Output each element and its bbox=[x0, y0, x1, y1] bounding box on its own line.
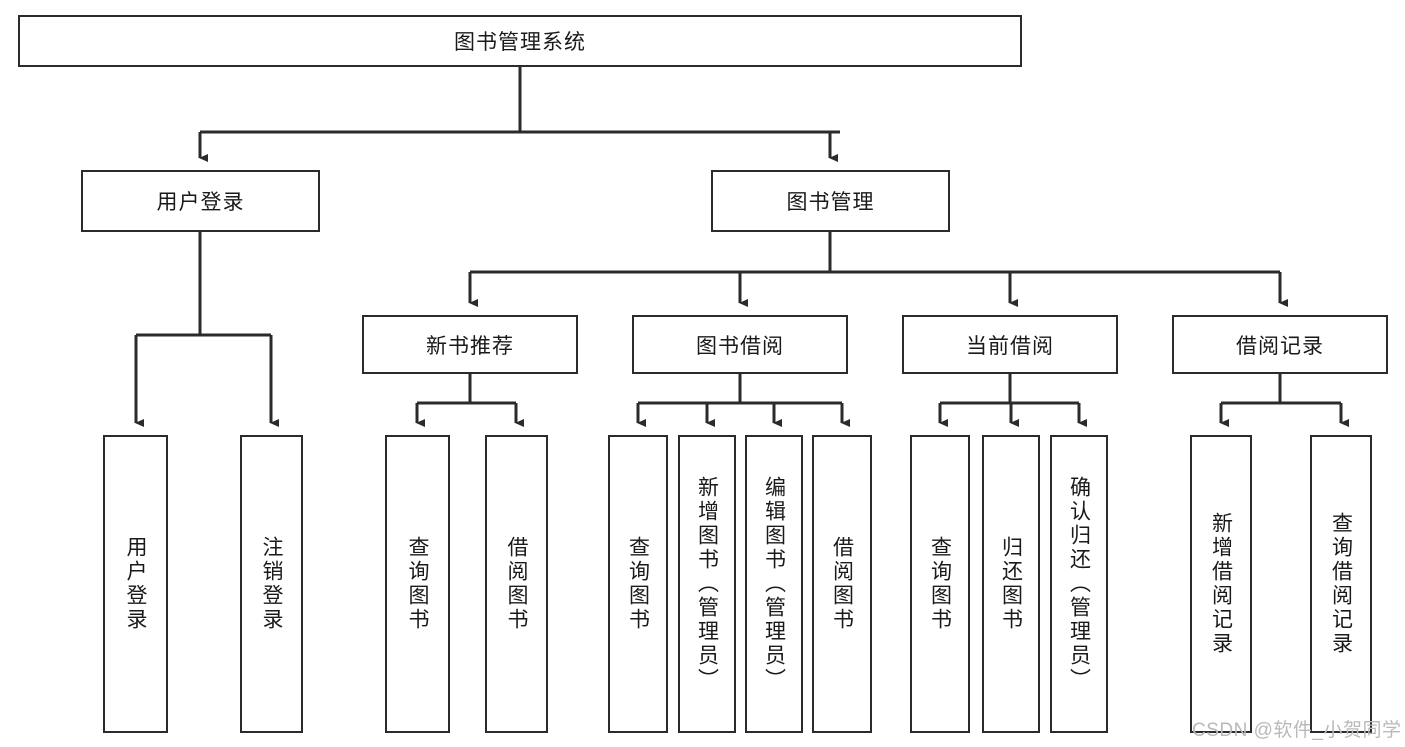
node-leaf-11[interactable]: 确认归还（管理员） bbox=[1050, 435, 1108, 733]
node-level3-label: 当前借阅 bbox=[966, 334, 1054, 358]
node-leaf-label: 借阅图书 bbox=[830, 536, 854, 632]
node-level3-1[interactable]: 新书推荐 bbox=[362, 315, 578, 374]
node-leaf-7[interactable]: 编辑图书（管理员） bbox=[745, 435, 803, 733]
node-level3-3[interactable]: 当前借阅 bbox=[902, 315, 1118, 374]
node-root-system[interactable]: 图书管理系统 bbox=[18, 15, 1022, 67]
csdn-watermark: CSDN @软件_小贺同学 bbox=[1192, 720, 1402, 741]
node-level2-1[interactable]: 用户登录 bbox=[81, 170, 320, 232]
node-leaf-13[interactable]: 查询借阅记录 bbox=[1310, 435, 1372, 733]
node-leaf-label: 确认归还（管理员） bbox=[1067, 476, 1091, 692]
node-leaf-5[interactable]: 查询图书 bbox=[608, 435, 668, 733]
node-leaf-1[interactable]: 用户登录 bbox=[103, 435, 168, 733]
node-leaf-6[interactable]: 新增图书（管理员） bbox=[678, 435, 736, 733]
node-leaf-label: 注销登录 bbox=[260, 536, 283, 632]
node-leaf-label: 新增借阅记录 bbox=[1209, 512, 1233, 656]
node-level2-label: 用户登录 bbox=[156, 191, 245, 214]
node-leaf-12[interactable]: 新增借阅记录 bbox=[1190, 435, 1252, 733]
node-level2-2[interactable]: 图书管理 bbox=[711, 170, 950, 232]
node-level3-4[interactable]: 借阅记录 bbox=[1172, 315, 1388, 374]
node-level3-label: 新书推荐 bbox=[426, 334, 514, 358]
node-level2-label: 图书管理 bbox=[786, 191, 875, 214]
node-leaf-label: 新增图书（管理员） bbox=[695, 476, 719, 692]
node-leaf-8[interactable]: 借阅图书 bbox=[812, 435, 872, 733]
node-leaf-label: 归还图书 bbox=[999, 536, 1023, 632]
node-leaf-label: 查询图书 bbox=[626, 536, 650, 632]
node-leaf-label: 查询借阅记录 bbox=[1329, 512, 1353, 656]
node-leaf-9[interactable]: 查询图书 bbox=[910, 435, 970, 733]
node-leaf-label: 编辑图书（管理员） bbox=[762, 476, 786, 692]
node-leaf-4[interactable]: 借阅图书 bbox=[485, 435, 548, 733]
node-level3-2[interactable]: 图书借阅 bbox=[632, 315, 848, 374]
node-leaf-label: 用户登录 bbox=[124, 536, 147, 632]
node-level3-label: 借阅记录 bbox=[1236, 334, 1324, 358]
node-level3-label: 图书借阅 bbox=[696, 334, 784, 358]
node-leaf-10[interactable]: 归还图书 bbox=[982, 435, 1040, 733]
node-leaf-2[interactable]: 注销登录 bbox=[240, 435, 303, 733]
node-leaf-label: 查询图书 bbox=[928, 536, 952, 632]
node-leaf-label: 查询图书 bbox=[406, 536, 429, 632]
node-leaf-label: 借阅图书 bbox=[505, 536, 528, 632]
node-root-label: 图书管理系统 bbox=[454, 31, 586, 54]
node-leaf-3[interactable]: 查询图书 bbox=[385, 435, 450, 733]
